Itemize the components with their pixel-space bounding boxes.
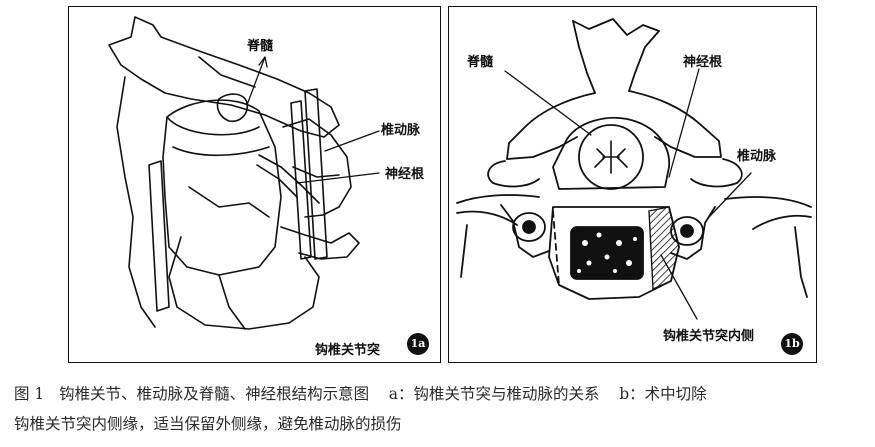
figure-panel-1b: 脊髓 神经根 椎动脉 钩椎关节突内侧 1b — [448, 6, 817, 363]
caption-line-2: 钩椎关节突内侧缘，适当保留外侧缘，避免椎动脉的损伤 — [14, 415, 402, 433]
panel-badge-1b: 1b — [781, 333, 803, 355]
label-vertebral-artery-b: 椎动脉 — [737, 149, 777, 164]
label-spinal-cord-b: 脊髓 — [467, 55, 494, 70]
figure-panel-1a: 脊髓 椎动脉 神经根 钩椎关节突 1a — [68, 6, 441, 363]
label-uncovertebral-joint: 钩椎关节突 — [315, 343, 381, 358]
caption-line-1: 图 1 钩椎关节、椎动脉及脊髓、神经根结构示意图 a：钩椎关节突与椎动脉的关系 … — [14, 385, 707, 403]
vertebra-axial-illustration — [456, 18, 812, 320]
vertebra-oblique-illustration — [108, 16, 380, 330]
label-uncovertebral-medial: 钩椎关节突内侧 — [663, 329, 755, 344]
label-vertebral-artery: 椎动脉 — [381, 123, 421, 138]
panel-badge-1a: 1a — [407, 333, 429, 355]
label-spinal-cord: 脊髓 — [247, 39, 274, 54]
label-nerve-root: 神经根 — [385, 167, 425, 182]
label-nerve-root-b: 神经根 — [683, 55, 723, 70]
figure-caption: 图 1 钩椎关节、椎动脉及脊髓、神经根结构示意图 a：钩椎关节突与椎动脉的关系 … — [14, 379, 864, 439]
